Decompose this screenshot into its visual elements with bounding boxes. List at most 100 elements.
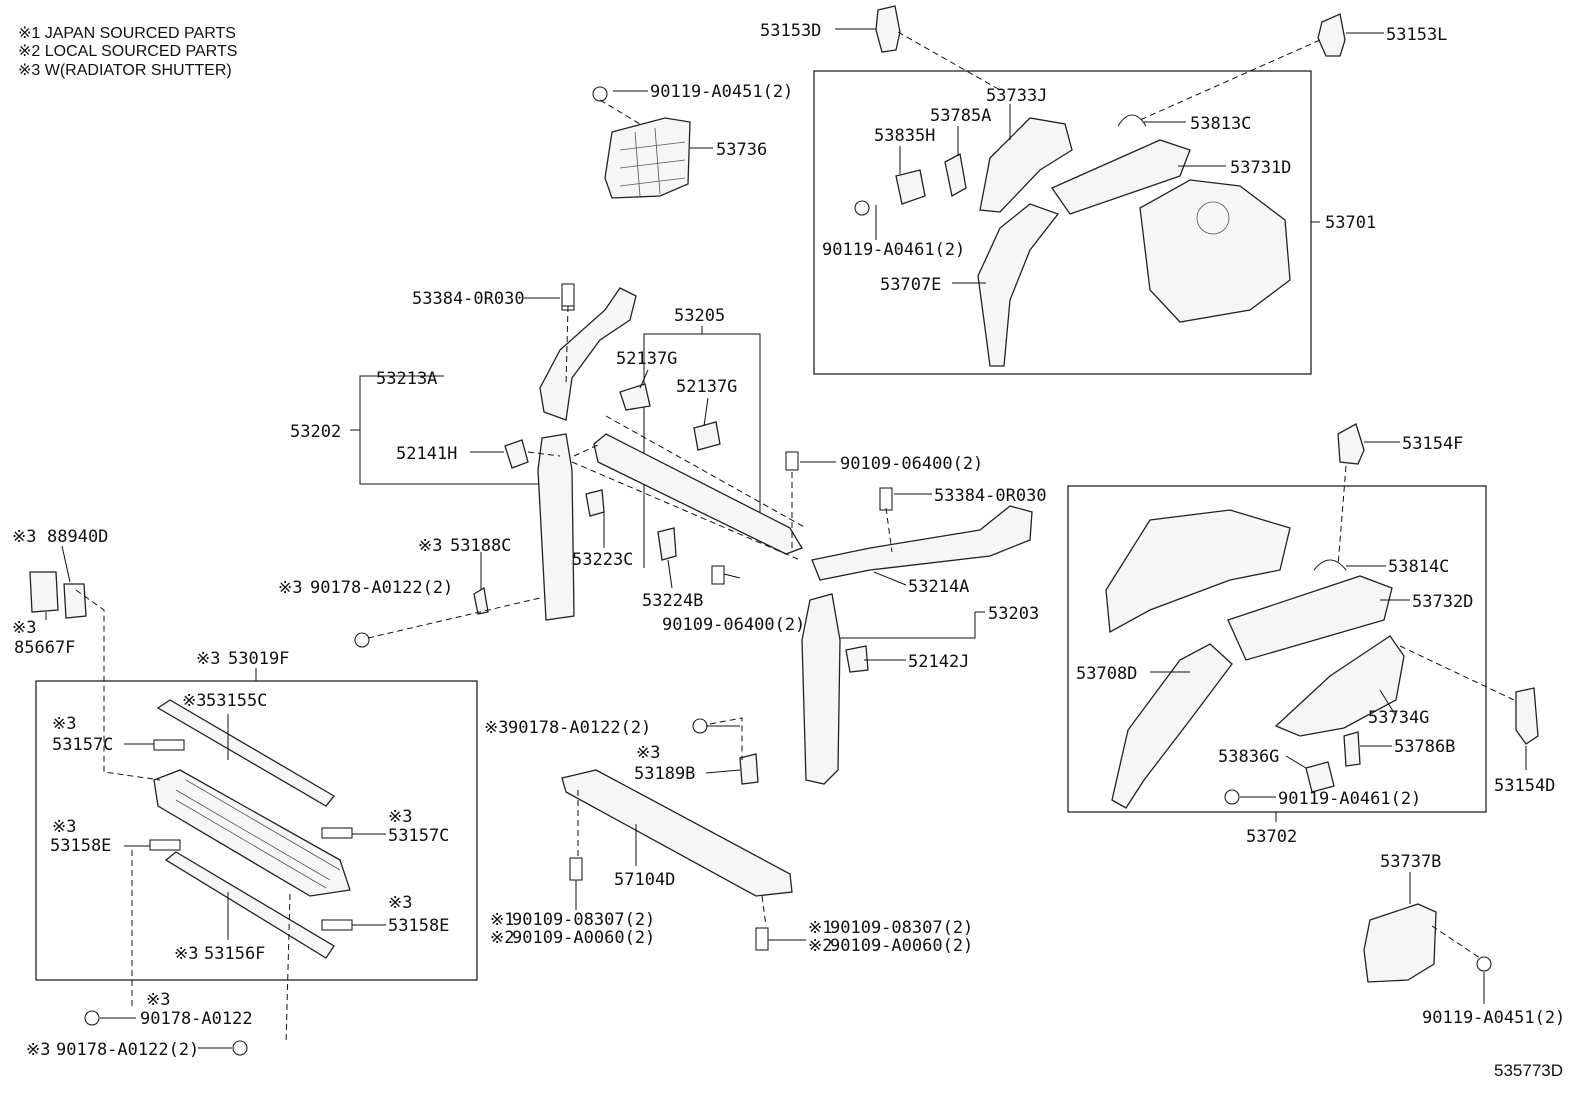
part-shape-53731D xyxy=(1051,139,1191,215)
part-shape-53156F xyxy=(164,851,335,959)
label-88940D: 88940D xyxy=(47,527,108,547)
label-53701: 53701 xyxy=(1325,213,1376,233)
mark-53188C: ※3 xyxy=(418,536,442,556)
bracket-53203 xyxy=(838,612,976,639)
mark-53157C-right: ※3 xyxy=(388,807,412,827)
part-shape-57104D xyxy=(561,769,793,897)
part-shape-53708D xyxy=(1111,643,1233,809)
part-shape-53223C xyxy=(585,489,605,517)
mark-53019F: ※3 xyxy=(196,649,220,669)
part-shape-53189B xyxy=(739,753,759,785)
part-shape-53702 xyxy=(1105,509,1291,634)
part-shape-nut-90178-b xyxy=(232,1040,248,1056)
label-53188C: 53188C xyxy=(450,536,511,556)
part-shape-52137G-b xyxy=(693,421,721,451)
label-53732D: 53732D xyxy=(1412,592,1473,612)
part-shape-53813C xyxy=(1117,114,1147,127)
mark-nut-90178: ※3 xyxy=(146,990,170,1010)
mark-53157C-left: ※3 xyxy=(52,714,76,734)
label-53214A: 53214A xyxy=(908,577,969,597)
label-53153D: 53153D xyxy=(760,21,821,41)
label-53785A: 53785A xyxy=(930,106,991,126)
part-shape-bolt-90119-a xyxy=(592,86,608,102)
label-bolt-90178-A0122-left: 90178-A0122(2) xyxy=(310,578,453,598)
part-shape-53155C xyxy=(156,699,335,807)
part-shape-shutter xyxy=(153,769,351,897)
label-53213A: 53213A xyxy=(376,369,437,389)
label-53202: 53202 xyxy=(290,422,341,442)
label-53156F: 53156F xyxy=(204,944,265,964)
part-shape-53737B xyxy=(1363,903,1437,983)
label-53702: 53702 xyxy=(1246,827,1297,847)
mark-53158E-right: ※3 xyxy=(388,893,412,913)
mark-japan-right: ※1 xyxy=(808,918,832,938)
label-53835H: 53835H xyxy=(874,126,935,146)
label-nut-90178-A0122-2: 90178-A0122(2) xyxy=(56,1040,199,1060)
mark-53189B: ※3 xyxy=(636,743,660,763)
label-bolt-90119-A0451-bottom: 90119-A0451(2) xyxy=(1422,1008,1565,1028)
mark-53158E-left: ※3 xyxy=(52,817,76,837)
part-shape-53836G xyxy=(1305,761,1335,793)
part-shape-nut-90178-a xyxy=(84,1010,100,1026)
part-shape-88940D xyxy=(63,583,87,619)
part-shape-52137G-a xyxy=(619,383,651,411)
label-53708D: 53708D xyxy=(1076,664,1137,684)
label-53813C: 53813C xyxy=(1190,114,1251,134)
label-53154F: 53154F xyxy=(1402,434,1463,454)
part-shape-53213A xyxy=(539,287,637,421)
label-bolt-90109-A0060-left: 90109-A0060(2) xyxy=(512,928,655,948)
label-57104D: 57104D xyxy=(614,870,675,890)
part-shape-bolt-90109-06400-b xyxy=(711,565,725,585)
label-bolt-90109-08307-right: 90109-08307(2) xyxy=(830,918,973,938)
part-shape-53202 xyxy=(537,433,575,621)
label-53157C-right: 53157C xyxy=(388,826,449,846)
note-radiator-shutter: ※3 W(RADIATOR SHUTTER) xyxy=(18,62,232,79)
part-shape-bolt-90109-06400-a xyxy=(785,451,799,471)
part-shape-53835H xyxy=(895,169,926,205)
label-bolt-90109-08307-left: 90109-08307(2) xyxy=(512,910,655,930)
label-53384-0R030-left: 53384-0R030 xyxy=(412,289,525,309)
part-shape-53205 xyxy=(593,433,803,555)
label-bolt-90109-A0060-right: 90109-A0060(2) xyxy=(830,936,973,956)
part-shape-53384-0R030-a xyxy=(561,283,575,307)
mark-nut-90178-2: ※3 xyxy=(26,1040,50,1060)
label-53224B: 53224B xyxy=(642,591,703,611)
mark-bolt-left: ※3 xyxy=(278,578,302,598)
part-shape-53153D xyxy=(875,5,901,53)
diagram-reference-code: 535773D xyxy=(1494,1061,1563,1080)
assembly-box-53702 xyxy=(1067,485,1487,813)
label-bolt-90109-06400-bottom: 90109-06400(2) xyxy=(662,615,805,635)
label-53736: 53736 xyxy=(716,140,767,160)
label-53189B: 53189B xyxy=(634,764,695,784)
label-85667F: 85667F xyxy=(14,638,75,658)
label-53205: 53205 xyxy=(674,306,725,326)
part-shape-53785A xyxy=(944,153,967,198)
part-shape-85667F xyxy=(29,571,59,613)
part-shape-53736 xyxy=(604,117,691,199)
label-53157C-left: 53157C xyxy=(52,735,113,755)
part-shape-52142J xyxy=(845,645,869,673)
mark-85667F: ※3 xyxy=(12,618,36,638)
label-53384-0R030-right: 53384-0R030 xyxy=(934,486,1047,506)
label-53707E: 53707E xyxy=(880,275,941,295)
part-shape-53733J xyxy=(979,117,1073,213)
label-53158E-left: 53158E xyxy=(50,836,111,856)
part-shape-53814C xyxy=(1313,559,1347,571)
mark-local-left: ※2 xyxy=(490,928,514,948)
label-53734G: 53734G xyxy=(1368,708,1429,728)
mark-53156F: ※3 xyxy=(174,944,198,964)
label-bolt-90119-A0461-bottom: 90119-A0461(2) xyxy=(1278,789,1421,809)
part-shape-53154F xyxy=(1337,423,1365,465)
label-53737B: 53737B xyxy=(1380,852,1441,872)
part-shape-53158E-a xyxy=(149,839,181,851)
label-52137G-b: 52137G xyxy=(676,377,737,397)
label-53733J: 53733J xyxy=(986,86,1047,106)
label-53019F: 53019F xyxy=(228,649,289,669)
mark-japan-left: ※1 xyxy=(490,910,514,930)
label-53154D: 53154D xyxy=(1494,776,1555,796)
part-shape-53153L xyxy=(1317,13,1346,57)
label-52137G-a: 52137G xyxy=(616,349,677,369)
part-shape-53158E-b xyxy=(321,919,353,931)
part-shape-53214A xyxy=(811,505,1033,581)
